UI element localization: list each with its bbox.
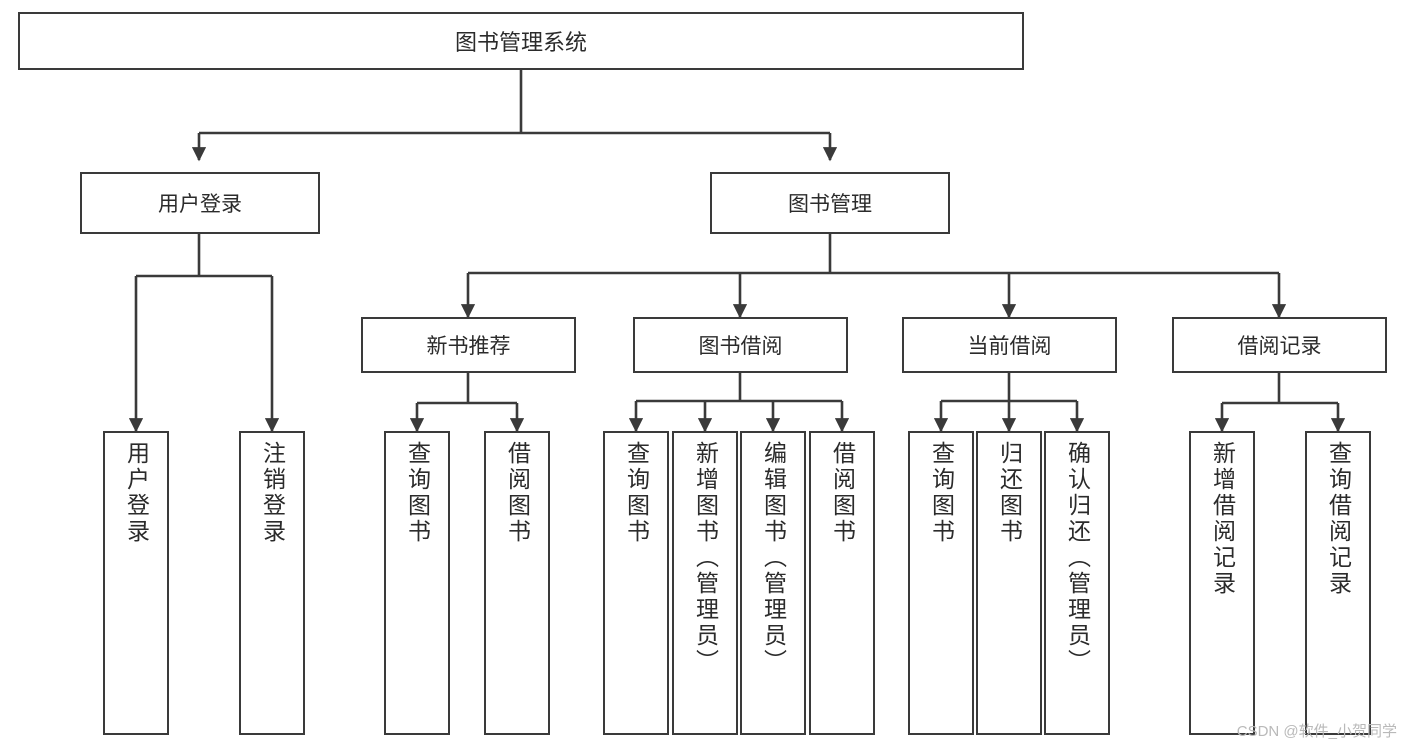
leaf-record-query-record[interactable]: 查询借阅记录 [1305, 431, 1371, 735]
leaf-user-login-login[interactable]: 用户登录 [103, 431, 169, 735]
leaf-current-confirm-return-admin[interactable]: 确认归还（管理员） [1044, 431, 1110, 735]
watermark: CSDN @软件_小贺同学 [1236, 723, 1397, 740]
node-current-borrow[interactable]: 当前借阅 [902, 317, 1117, 373]
node-label: 编辑图书（管理员） [760, 441, 787, 675]
leaf-borrow-add-book-admin[interactable]: 新增图书（管理员） [672, 431, 738, 735]
node-borrow-record[interactable]: 借阅记录 [1172, 317, 1387, 373]
node-label: 借阅图书 [504, 441, 531, 545]
leaf-borrow-edit-book-admin[interactable]: 编辑图书（管理员） [740, 431, 806, 735]
leaf-borrow-borrow-book[interactable]: 借阅图书 [809, 431, 875, 735]
node-label: 用户登录 [158, 193, 242, 216]
node-label: 新书推荐 [426, 335, 511, 358]
node-label: 借阅记录 [1237, 335, 1322, 358]
node-label: 确认归还（管理员） [1064, 441, 1091, 675]
node-book-management[interactable]: 图书管理 [710, 172, 950, 234]
node-root-system[interactable]: 图书管理系统 [18, 12, 1024, 70]
node-book-borrow[interactable]: 图书借阅 [633, 317, 848, 373]
node-label: 查询借阅记录 [1325, 441, 1352, 597]
node-label: 查询图书 [928, 441, 955, 545]
node-label: 借阅图书 [829, 441, 856, 545]
leaf-recommend-borrow-book[interactable]: 借阅图书 [484, 431, 550, 735]
node-label: 查询图书 [404, 441, 431, 545]
leaf-user-login-logout[interactable]: 注销登录 [239, 431, 305, 735]
node-label: 查询图书 [623, 441, 650, 545]
node-label: 当前借阅 [967, 335, 1052, 358]
node-user-login[interactable]: 用户登录 [80, 172, 320, 234]
node-label: 图书管理系统 [454, 30, 587, 55]
node-label: 归还图书 [996, 441, 1023, 545]
node-new-book-recommend[interactable]: 新书推荐 [361, 317, 576, 373]
leaf-borrow-query-book[interactable]: 查询图书 [603, 431, 669, 735]
node-label: 图书管理 [788, 193, 872, 216]
leaf-recommend-query-book[interactable]: 查询图书 [384, 431, 450, 735]
leaf-current-query-book[interactable]: 查询图书 [908, 431, 974, 735]
node-label: 图书借阅 [698, 335, 783, 358]
leaf-current-return-book[interactable]: 归还图书 [976, 431, 1042, 735]
node-label: 新增借阅记录 [1209, 441, 1236, 597]
leaf-record-add-record[interactable]: 新增借阅记录 [1189, 431, 1255, 735]
node-label: 注销登录 [259, 441, 286, 545]
node-label: 用户登录 [123, 441, 150, 545]
node-label: 新增图书（管理员） [692, 441, 719, 675]
